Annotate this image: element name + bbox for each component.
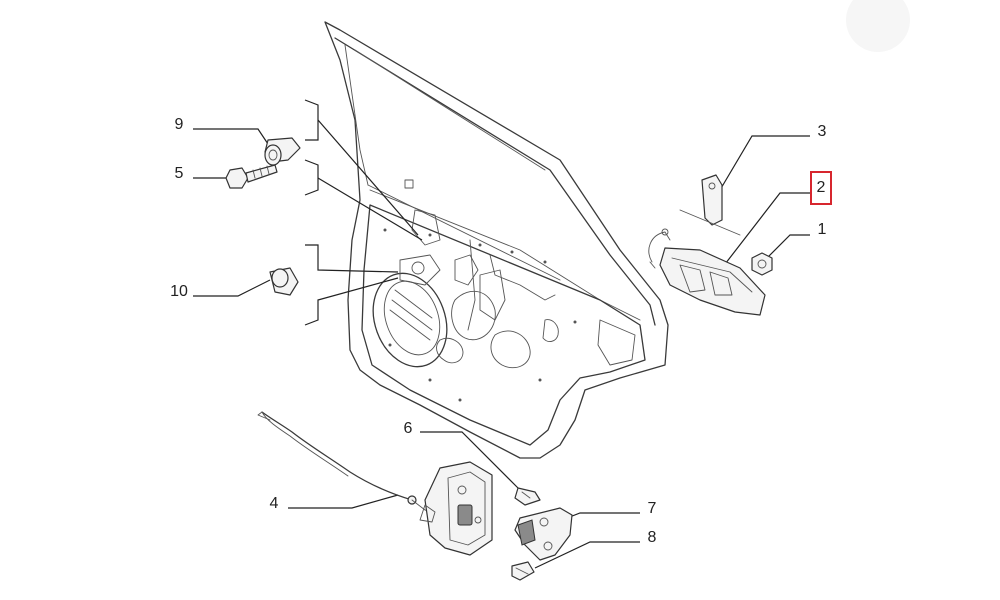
- callout-3: 3: [817, 123, 827, 140]
- callout-1: 1: [817, 221, 827, 238]
- part-4-cable: [257, 411, 436, 513]
- lock-assembly: [419, 461, 493, 556]
- callout-6: 6: [403, 420, 413, 437]
- group-bracket-lines: [304, 99, 423, 326]
- panel-holes: [383, 228, 577, 402]
- callout-2: 2: [816, 179, 826, 196]
- part-8-screw: [511, 541, 640, 581]
- callout-9: 9: [174, 116, 184, 133]
- background-circle: [846, 0, 910, 52]
- part-2-handle: [648, 192, 810, 316]
- callout-8: 8: [647, 529, 657, 546]
- part-10-grommet: [193, 267, 299, 297]
- part-3-bracket: [679, 135, 810, 236]
- callout-4: 4: [269, 495, 279, 512]
- callout-7: 7: [647, 500, 657, 517]
- part-1-nut: [751, 234, 810, 276]
- part-7-striker: [514, 507, 640, 561]
- door-panel: [324, 21, 669, 459]
- part-5-screw: [193, 164, 278, 189]
- highlight-box-2: [810, 171, 832, 205]
- callout-10: 10: [170, 283, 188, 300]
- part-9-clip: [193, 128, 301, 166]
- callout-5: 5: [174, 165, 184, 182]
- part-6-bolt: [420, 431, 541, 506]
